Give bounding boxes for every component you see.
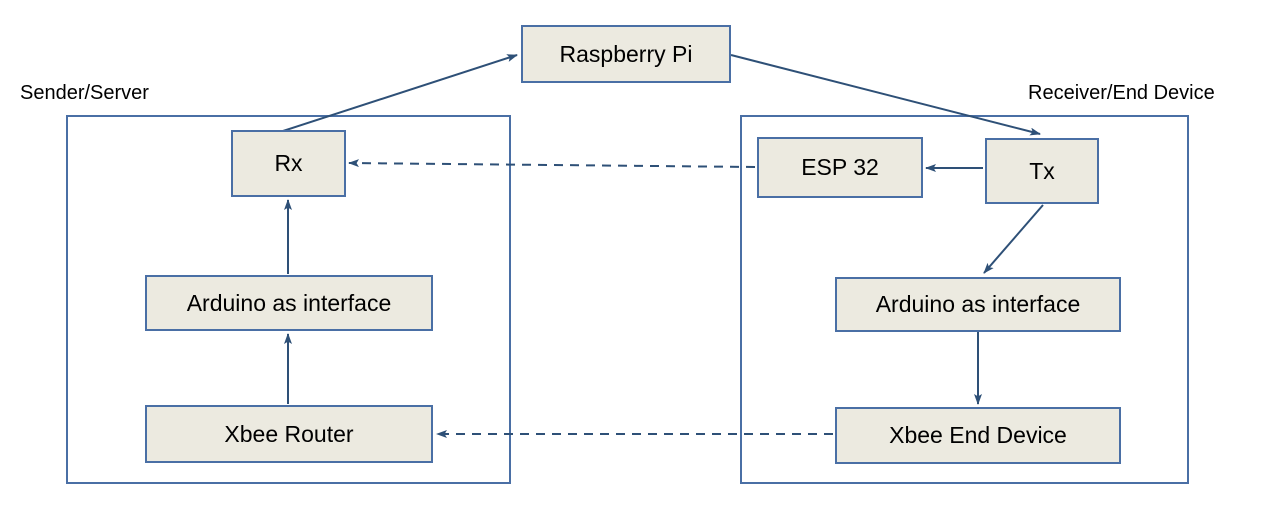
group-label-receiver: Receiver/End Device: [1028, 82, 1215, 104]
node-label-raspberry-pi: Raspberry Pi: [559, 40, 693, 67]
node-xbee-router[interactable]: Xbee Router: [145, 405, 433, 463]
node-arduino-left[interactable]: Arduino as interface: [145, 275, 433, 331]
node-rx[interactable]: Rx: [231, 130, 346, 197]
node-label-esp32: ESP 32: [801, 154, 879, 180]
node-label-arduino-left: Arduino as interface: [186, 289, 392, 316]
node-label-xbee-router: Xbee Router: [224, 420, 354, 447]
group-label-sender: Sender/Server: [20, 82, 149, 104]
node-raspberry-pi[interactable]: Raspberry Pi: [521, 25, 731, 83]
node-label-rx: Rx: [274, 150, 303, 176]
node-label-xbee-end-device: Xbee End Device: [889, 422, 1067, 448]
node-xbee-end-device[interactable]: Xbee End Device: [835, 407, 1121, 464]
node-arduino-right[interactable]: Arduino as interface: [835, 277, 1121, 332]
node-label-arduino-right: Arduino as interface: [875, 291, 1081, 317]
node-tx[interactable]: Tx: [985, 138, 1099, 204]
node-label-tx: Tx: [1029, 157, 1055, 184]
node-esp32[interactable]: ESP 32: [757, 137, 923, 198]
